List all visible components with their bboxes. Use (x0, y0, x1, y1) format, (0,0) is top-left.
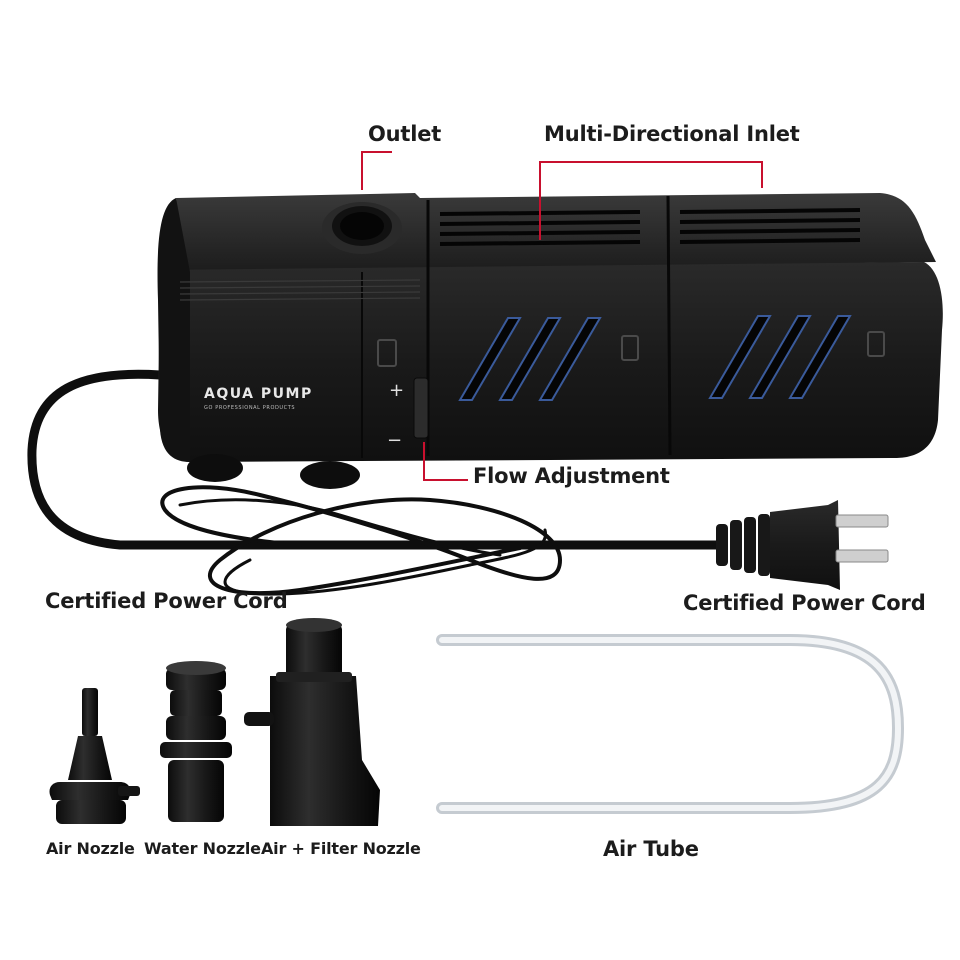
pump-body (157, 193, 943, 489)
power-cord (27, 369, 705, 596)
filter-media (458, 315, 852, 401)
plus-symbol: + (389, 380, 404, 401)
water-nozzle (160, 661, 232, 822)
inlet-label: Multi-Directional Inlet (544, 122, 800, 146)
flow-adjustment-label: Flow Adjustment (473, 464, 670, 488)
callout-lines (361, 151, 763, 481)
air-filter-nozzle (244, 618, 380, 826)
water-nozzle-label: Water Nozzle (144, 839, 261, 858)
air-nozzle-label: Air Nozzle (46, 839, 135, 858)
power-cord-label-right: Certified Power Cord (683, 591, 926, 615)
outlet-label: Outlet (368, 122, 442, 146)
power-cord-label-left: Certified Power Cord (45, 589, 288, 613)
brand-logo: AQUA PUMP (204, 386, 313, 402)
power-plug (700, 500, 889, 590)
air-tube (436, 634, 905, 814)
air-nozzle (49, 688, 140, 824)
brand-subtext: GO PROFESSIONAL PRODUCTS (204, 405, 295, 411)
filter-nozzle-label: Air + Filter Nozzle (261, 839, 421, 858)
air-tube-label: Air Tube (603, 837, 699, 861)
minus-symbol: − (387, 430, 402, 451)
